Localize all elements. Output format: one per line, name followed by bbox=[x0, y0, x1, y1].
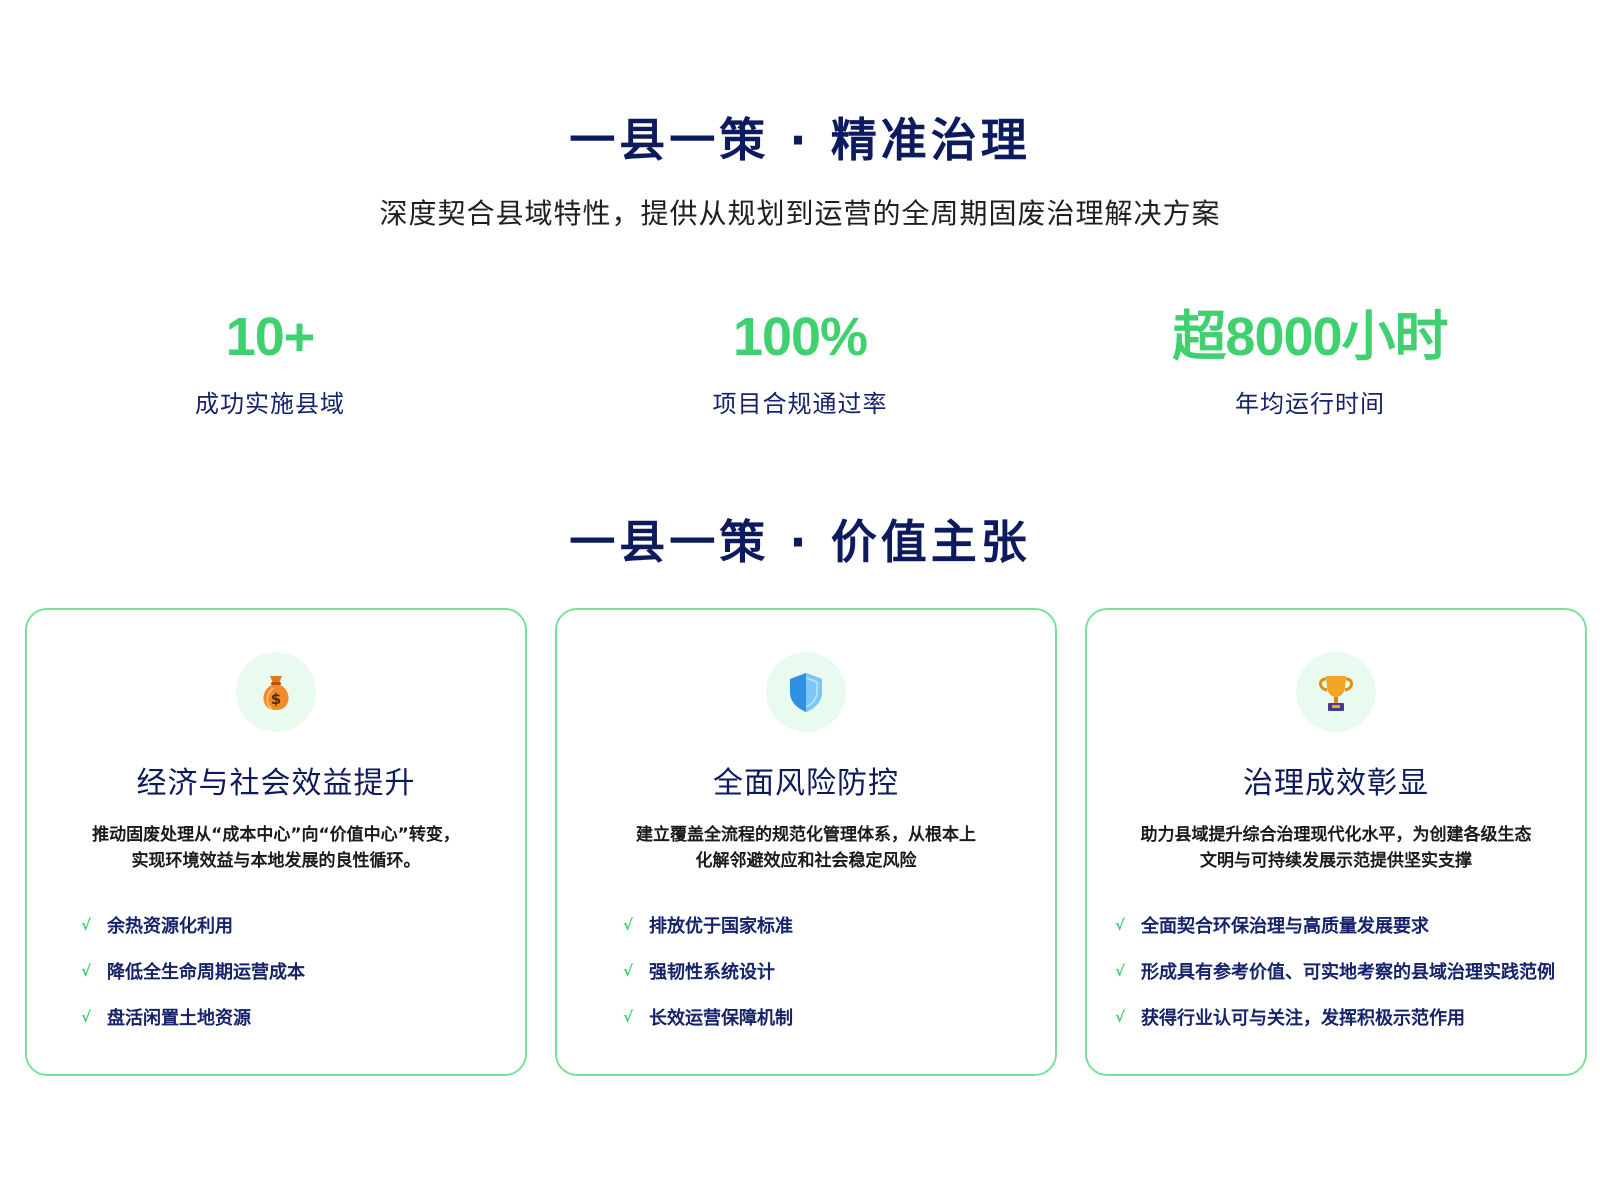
card-description: 推动固废处理从“成本中心”向“价值中心”转变， 实现环境效益与本地发展的良性循环… bbox=[41, 822, 511, 874]
list-item: √ 余热资源化利用 bbox=[81, 902, 305, 948]
card-description: 助力县域提升综合治理现代化水平，为创建各级生态 文明与可持续发展示范提供坚实支撑 bbox=[1101, 822, 1571, 874]
money-bag-icon: $ bbox=[236, 652, 316, 732]
list-item: √ 形成具有参考价值、可实地考察的县域治理实践范例 bbox=[1115, 948, 1555, 994]
stat-value: 100% bbox=[732, 307, 868, 367]
stat-label: 年均运行时间 bbox=[1235, 390, 1385, 418]
check-icon: √ bbox=[623, 916, 634, 934]
stat-label: 项目合规通过率 bbox=[712, 390, 888, 418]
svg-text:$: $ bbox=[271, 690, 281, 708]
list-item-label: 形成具有参考价值、可实地考察的县域治理实践范例 bbox=[1141, 962, 1555, 983]
list-item: √ 获得行业认可与关注，发挥积极示范作用 bbox=[1115, 994, 1555, 1040]
card-description-line: 化解邻避效应和社会稳定风险 bbox=[695, 851, 917, 871]
trophy-icon bbox=[1296, 652, 1376, 732]
check-icon: √ bbox=[81, 1008, 92, 1026]
card-description-line: 实现环境效益与本地发展的良性循环。 bbox=[131, 851, 421, 871]
check-icon: √ bbox=[623, 962, 634, 980]
card-description-line: 建立覆盖全流程的规范化管理体系，从根本上 bbox=[636, 825, 976, 845]
card-description-line: 文明与可持续发展示范提供坚实支撑 bbox=[1200, 851, 1472, 871]
list-item: √ 降低全生命周期运营成本 bbox=[81, 948, 305, 994]
stat-label: 成功实施县域 bbox=[195, 390, 345, 418]
card-title: 全面风险防控 bbox=[713, 766, 899, 801]
list-item: √ 长效运营保障机制 bbox=[623, 994, 793, 1040]
check-icon: √ bbox=[81, 916, 92, 934]
list-item: √ 全面契合环保治理与高质量发展要求 bbox=[1115, 902, 1555, 948]
card-title: 治理成效彰显 bbox=[1243, 766, 1429, 801]
card-title: 经济与社会效益提升 bbox=[136, 766, 416, 801]
list-item-label: 排放优于国家标准 bbox=[649, 916, 793, 937]
check-icon: √ bbox=[81, 962, 92, 980]
value-card-governance: 治理成效彰显 助力县域提升综合治理现代化水平，为创建各级生态 文明与可持续发展示… bbox=[1085, 608, 1587, 1076]
card-description-line: 助力县域提升综合治理现代化水平，为创建各级生态 bbox=[1140, 825, 1532, 845]
list-item-label: 降低全生命周期运营成本 bbox=[107, 962, 305, 983]
check-icon: √ bbox=[1115, 962, 1126, 980]
card-description: 建立覆盖全流程的规范化管理体系，从根本上 化解邻避效应和社会稳定风险 bbox=[571, 822, 1041, 874]
check-icon: √ bbox=[1115, 916, 1126, 934]
list-item-label: 盘活闲置土地资源 bbox=[107, 1008, 251, 1029]
card-description-line: 推动固废处理从“成本中心”向“价值中心”转变， bbox=[92, 825, 460, 845]
list-item-label: 获得行业认可与关注，发挥积极示范作用 bbox=[1141, 1008, 1465, 1029]
card-feature-list: √ 排放优于国家标准 √ 强韧性系统设计 √ 长效运营保障机制 bbox=[623, 902, 793, 1040]
stat-value: 10+ bbox=[225, 307, 316, 367]
hero-subtitle: 深度契合县域特性，提供从规划到运营的全周期固废治理解决方案 bbox=[379, 197, 1221, 230]
card-feature-list: √ 余热资源化利用 √ 降低全生命周期运营成本 √ 盘活闲置土地资源 bbox=[81, 902, 305, 1040]
list-item: √ 排放优于国家标准 bbox=[623, 902, 793, 948]
list-item-label: 全面契合环保治理与高质量发展要求 bbox=[1141, 916, 1429, 937]
shield-icon bbox=[766, 652, 846, 732]
value-card-risk: 全面风险防控 建立覆盖全流程的规范化管理体系，从根本上 化解邻避效应和社会稳定风… bbox=[555, 608, 1057, 1076]
stat-counties: 10+ 成功实施县域 bbox=[150, 304, 390, 419]
section-title: 一县一策 · 价值主张 bbox=[569, 515, 1031, 569]
value-card-economic: $ 经济与社会效益提升 推动固废处理从“成本中心”向“价值中心”转变， 实现环境… bbox=[25, 608, 527, 1076]
stat-compliance: 100% 项目合规通过率 bbox=[650, 304, 950, 419]
list-item: √ 盘活闲置土地资源 bbox=[81, 994, 305, 1040]
list-item: √ 强韧性系统设计 bbox=[623, 948, 793, 994]
check-icon: √ bbox=[1115, 1008, 1126, 1026]
list-item-label: 强韧性系统设计 bbox=[649, 962, 775, 983]
stat-value: 超8000小时 bbox=[1172, 307, 1448, 367]
hero-title: 一县一策 · 精准治理 bbox=[569, 113, 1031, 167]
list-item-label: 长效运营保障机制 bbox=[649, 1008, 793, 1029]
card-feature-list: √ 全面契合环保治理与高质量发展要求 √ 形成具有参考价值、可实地考察的县域治理实践… bbox=[1115, 902, 1555, 1040]
stat-runtime: 超8000小时 年均运行时间 bbox=[1140, 304, 1480, 419]
list-item-label: 余热资源化利用 bbox=[107, 916, 233, 937]
check-icon: √ bbox=[623, 1008, 634, 1026]
